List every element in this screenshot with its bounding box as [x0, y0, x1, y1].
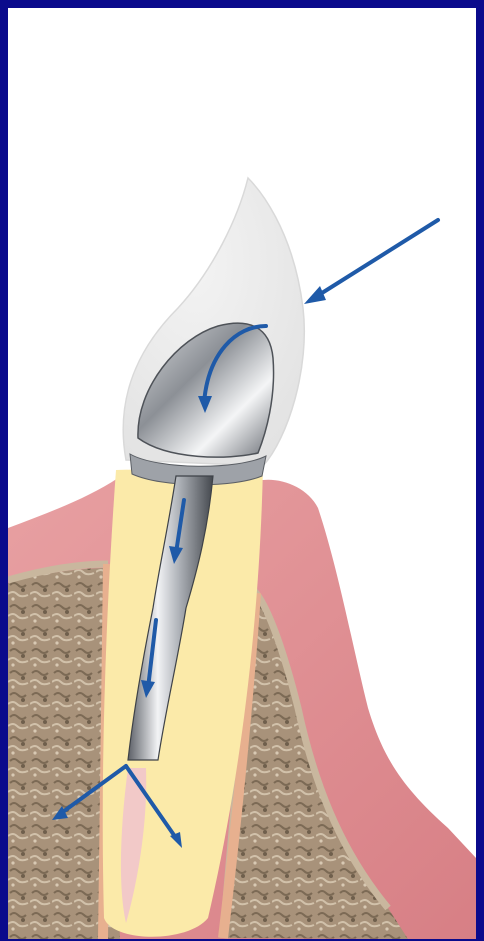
tooth-diagram: [8, 8, 476, 939]
force-arrow-incoming: [304, 220, 438, 304]
diagram-canvas: [8, 8, 476, 939]
